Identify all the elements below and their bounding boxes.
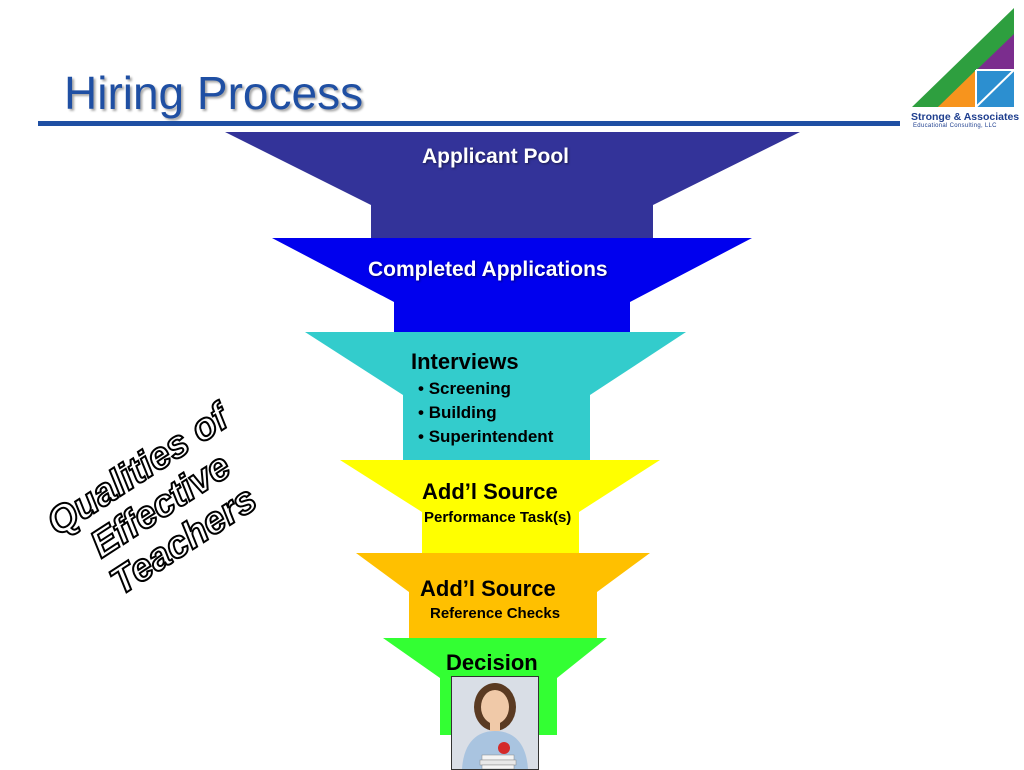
stage-decision-label: Decision [446, 650, 538, 675]
effectiveness-logo-icon: EFFECTIVENESS [912, 4, 1019, 108]
logo-tagline: Educational Consulting, LLC [913, 123, 997, 129]
slide-title: Hiring Process [64, 67, 364, 119]
logo-orange-shape [938, 70, 976, 107]
stage-reference-checks-title: Add’l Source [420, 576, 556, 601]
stage-applicant-pool-label: Applicant Pool [422, 145, 569, 168]
interview-bullet-superintendent: Superintendent [418, 427, 554, 451]
title-rule [38, 121, 900, 126]
stage-reference-checks-subtitle: Reference Checks [430, 605, 561, 622]
funnel-stage-applicant-pool [225, 132, 800, 238]
interviews-bullet-list: Screening Building Superintendent [418, 379, 554, 451]
teacher-with-apple-photo-icon [451, 676, 539, 770]
funnel-stage-completed-applications [272, 238, 752, 332]
interview-bullet-screening: Screening [418, 379, 553, 403]
logo-company-name: Stronge & Associates [911, 111, 1020, 123]
stage-performance-task-subtitle: Performance Task(s) [424, 509, 572, 526]
stage-performance-task-title: Add’l Source [422, 479, 558, 504]
logo-green-shape [912, 8, 1014, 107]
stage-interviews-label: Interviews [411, 349, 519, 374]
funnel-stage-performance-task [340, 460, 660, 553]
stage-completed-applications-label: Completed Applications [368, 258, 608, 281]
interview-bullet-building: Building [418, 403, 553, 427]
funnel-stage-reference-checks [356, 553, 650, 638]
